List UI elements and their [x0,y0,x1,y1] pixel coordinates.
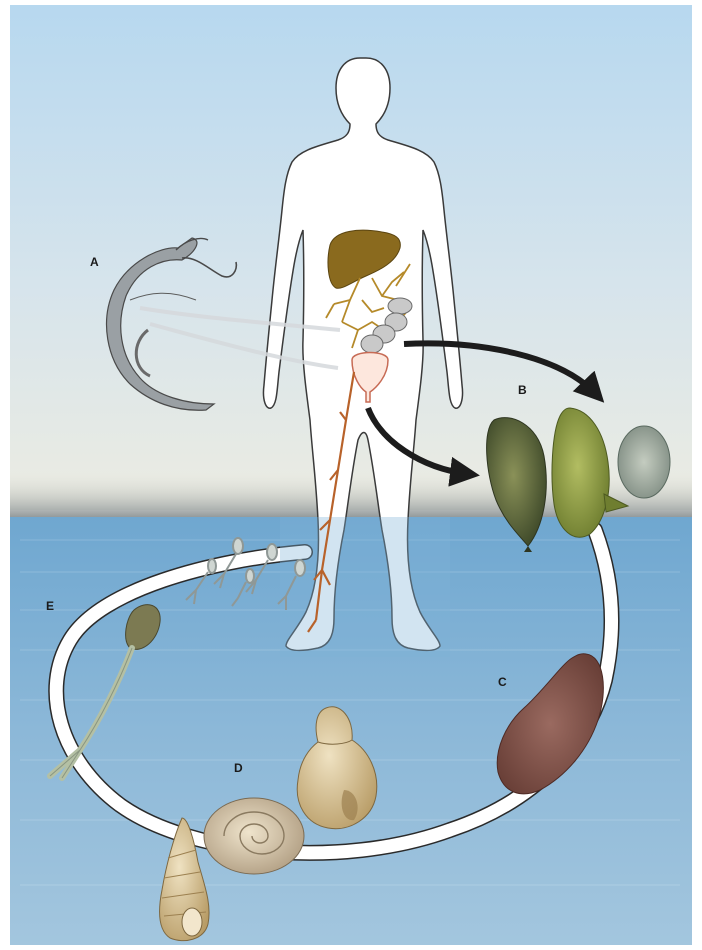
egg-icon [618,426,670,498]
label-c: C [498,675,507,689]
label-e: E [46,599,54,613]
snail-shell-icon [204,798,304,874]
label-b: B [518,383,527,397]
label-d: D [234,761,243,775]
label-a: A [90,255,99,269]
